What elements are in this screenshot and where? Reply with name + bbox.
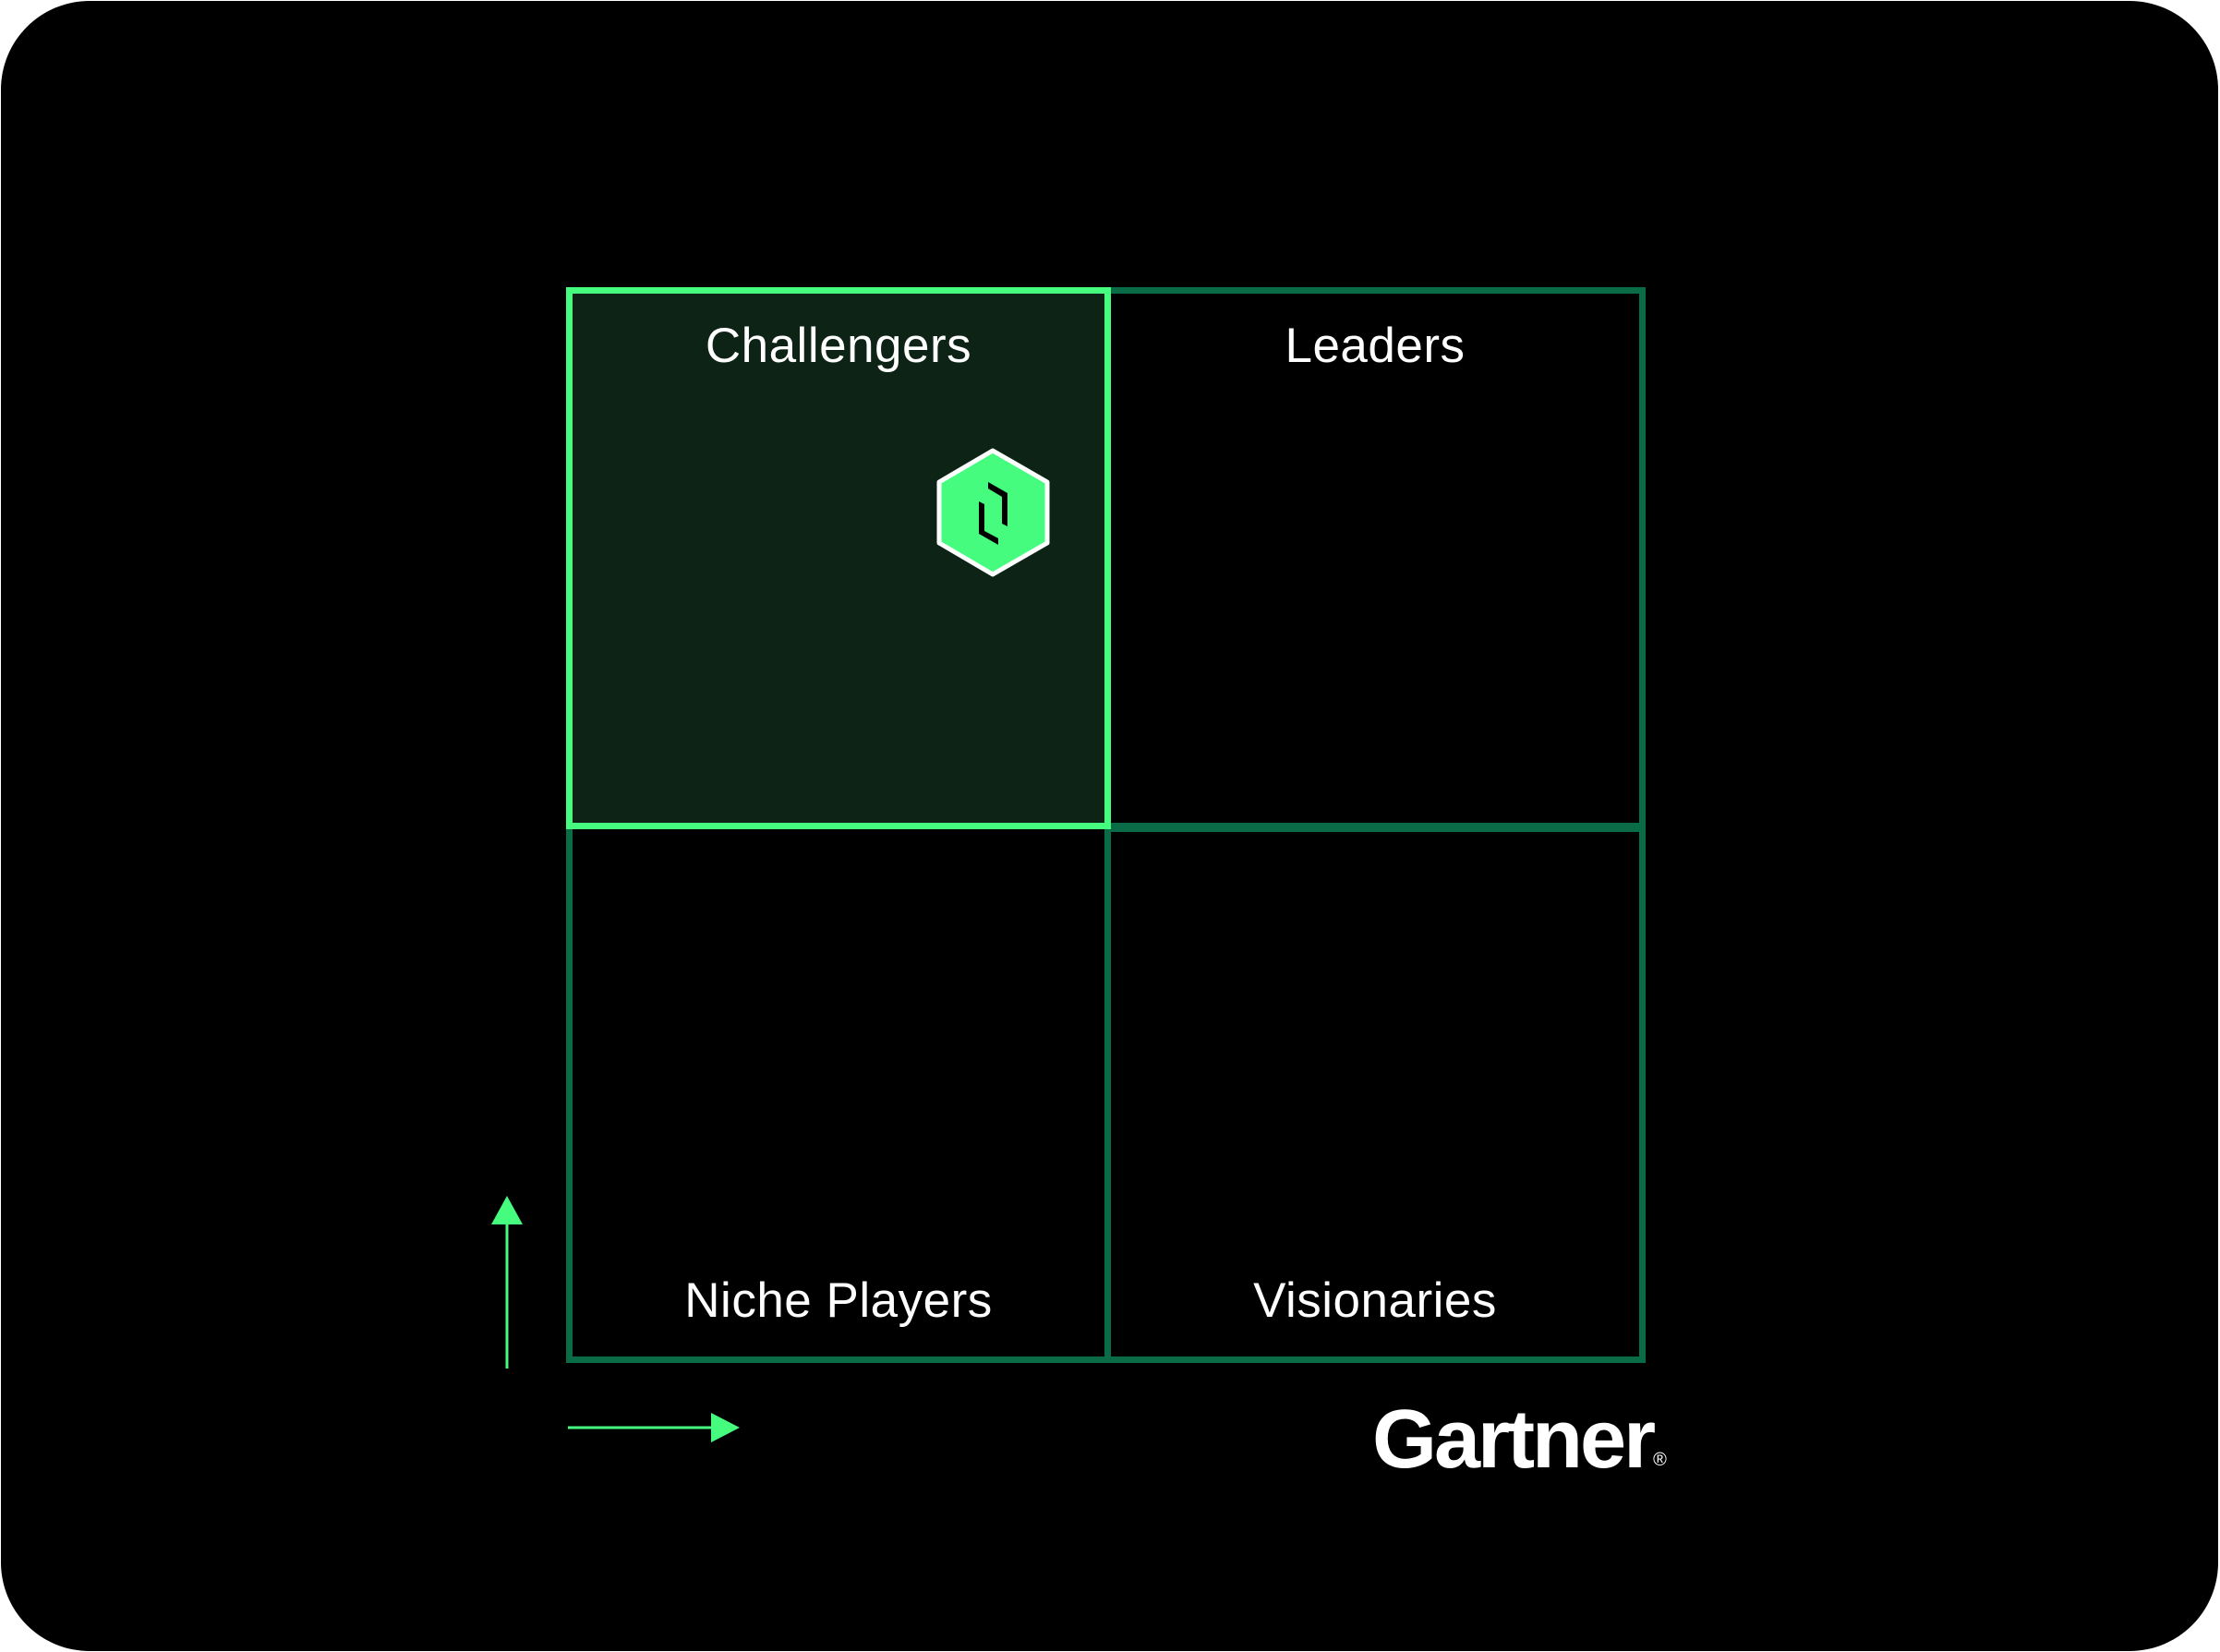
quadrant-visionaries	[1104, 823, 1646, 1363]
quadrant-label-niche-players: Niche Players	[684, 1273, 993, 1328]
quadrant-label-challengers: Challengers	[705, 319, 972, 373]
brand-name: Gartner	[1372, 1393, 1656, 1486]
gartner-logo: Gartner®	[1372, 1398, 1667, 1481]
quadrant-label-visionaries: Visionaries	[1253, 1273, 1497, 1328]
registered-mark: ®	[1653, 1450, 1667, 1470]
quadrant-label-leaders: Leaders	[1285, 319, 1466, 373]
